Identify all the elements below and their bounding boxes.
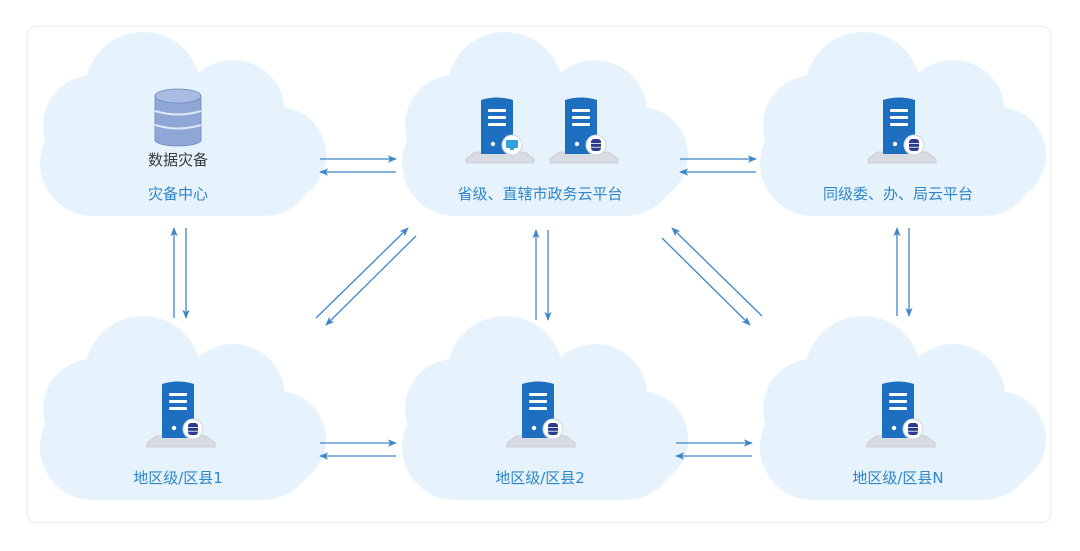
database-stack-icon [154,88,202,147]
server-icon [146,381,216,448]
server-icon [867,97,937,164]
server-base [866,435,936,448]
bidirectional-arrow-6 [532,229,552,321]
node-label-dr-center: 灾备中心 [148,185,208,203]
server-base [867,151,937,164]
bidirectional-arrow-4 [675,439,753,460]
server-base [146,435,216,448]
bidirectional-arrow-5 [170,227,190,319]
server-icon [866,381,936,448]
node-label-county-2: 地区级/区县2 [495,469,585,487]
server-icon [465,97,535,164]
node-label-provincial-cloud: 省级、直辖市政务云平台 [457,185,622,203]
bidirectional-arrow-8 [315,227,417,326]
dr-center-icon-label: 数据灾备 [148,151,208,169]
database-icon [548,423,558,435]
bidirectional-arrow-2 [679,155,757,176]
arrow-forward [671,227,763,317]
database-icon [909,139,919,151]
arrow-back [325,235,417,326]
node-label-county-1: 地区级/区县1 [133,469,223,487]
node-label-county-n: 地区级/区县N [852,469,943,487]
database-icon [908,423,918,435]
server-icon [506,381,576,448]
server-base [506,435,576,448]
cloud-dr-center [40,32,326,216]
server-icon [549,97,619,164]
bidirectional-arrow-3 [319,439,397,460]
monitor-icon [506,140,518,150]
server-base [465,151,535,164]
node-label-peer-cloud: 同级委、办、局云平台 [823,185,973,203]
bidirectional-arrow-7 [893,227,913,317]
bidirectional-arrow-1 [319,155,397,176]
database-icon [188,423,198,435]
arrow-back [661,237,751,326]
arrow-forward [315,227,409,319]
server-base [549,151,619,164]
database-icon [591,139,601,151]
bidirectional-arrow-9 [661,227,763,326]
